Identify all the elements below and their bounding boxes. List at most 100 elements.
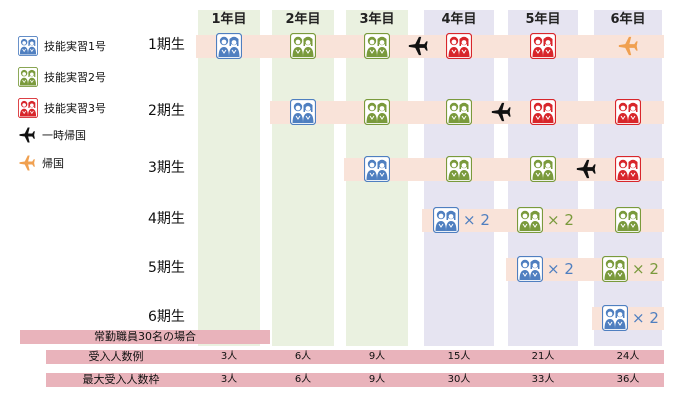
trainee-2go-icon <box>18 67 38 87</box>
legend-item-g2: 技能実習2号 <box>18 66 106 88</box>
trainee-1go-icon <box>364 156 390 182</box>
legend-label: 帰国 <box>42 157 64 170</box>
cell-r1-g2 <box>364 33 390 59</box>
footer-value-year-5: 33人 <box>531 374 555 385</box>
trainee-1go-icon <box>18 36 38 56</box>
temporary-return-plane-icon <box>575 158 597 180</box>
cell-r4-g2: × 2 <box>517 207 574 233</box>
trainee-2go-icon <box>530 156 556 182</box>
max-count-strip <box>46 373 664 387</box>
footer-value-year-6: 24人 <box>616 351 640 362</box>
cell-r2-g3 <box>530 99 556 125</box>
trainee-1go-icon <box>216 33 242 59</box>
multiplier-label: × 2 <box>632 260 659 278</box>
trainee-3go-icon <box>18 98 38 118</box>
cell-r1-plane-orange <box>617 35 639 57</box>
legend-item-plane-orange: 帰国 <box>18 152 64 174</box>
trainee-3go-icon <box>530 99 556 125</box>
trainee-2go-icon <box>615 207 641 233</box>
cell-r3-plane-black <box>575 158 597 180</box>
legend-item-g1: 技能実習1号 <box>18 35 106 57</box>
temporary-return-plane-icon <box>407 35 429 57</box>
cell-r5-g2: × 2 <box>602 256 659 282</box>
example-count-label: 受入人数例 <box>88 350 144 363</box>
multiplier-label: × 2 <box>547 211 574 229</box>
footer-value-year-4: 30人 <box>447 374 471 385</box>
trainee-1go-icon <box>290 99 316 125</box>
trainee-2go-icon <box>517 207 543 233</box>
cell-r4-g2 <box>615 207 641 233</box>
trainee-2go-icon <box>446 156 472 182</box>
column-header-year-5: 5年目 <box>525 12 561 27</box>
footer-value-year-1: 3人 <box>220 351 238 362</box>
legend-label: 技能実習2号 <box>44 71 106 84</box>
cell-r1-g2 <box>290 33 316 59</box>
trainee-3go-icon <box>530 33 556 59</box>
legend-label: 技能実習3号 <box>44 102 106 115</box>
trainee-3go-icon <box>615 156 641 182</box>
footer-title: 常勤職員30名の場合 <box>94 330 196 343</box>
column-header-year-4: 4年目 <box>441 12 477 27</box>
return-home-plane-icon <box>18 154 36 172</box>
footer-value-year-3: 9人 <box>368 351 386 362</box>
cell-r2-plane-black <box>490 101 512 123</box>
footer-value-year-2: 6人 <box>294 374 312 385</box>
trainee-3go-icon <box>615 99 641 125</box>
cell-r1-plane-black <box>407 35 429 57</box>
trainee-1go-icon <box>602 305 628 331</box>
trainee-2go-icon <box>364 33 390 59</box>
column-header-year-2: 2年目 <box>285 12 321 27</box>
legend-item-g3: 技能実習3号 <box>18 97 106 119</box>
multiplier-label: × 2 <box>632 309 659 327</box>
trainee-2go-icon <box>364 99 390 125</box>
cell-r4-g1: × 2 <box>433 207 490 233</box>
trainee-1go-icon <box>433 207 459 233</box>
legend-label: 一時帰国 <box>42 129 86 142</box>
cell-r2-g2 <box>364 99 390 125</box>
footer-title-strip <box>20 330 270 344</box>
row-label-cohort-5: 5期生 <box>148 260 185 276</box>
column-band-1 <box>198 10 260 346</box>
multiplier-label: × 2 <box>547 260 574 278</box>
row-band-3 <box>344 158 664 181</box>
row-label-cohort-6: 6期生 <box>148 309 185 325</box>
temporary-return-plane-icon <box>490 101 512 123</box>
row-band-1 <box>196 35 664 58</box>
footer-value-year-4: 15人 <box>447 351 471 362</box>
cell-r5-g1: × 2 <box>517 256 574 282</box>
row-label-cohort-1: 1期生 <box>148 37 185 53</box>
trainee-2go-icon <box>602 256 628 282</box>
cell-r1-g1 <box>216 33 242 59</box>
cell-r1-g3 <box>530 33 556 59</box>
footer-value-year-5: 21人 <box>531 351 555 362</box>
column-band-2 <box>272 10 334 346</box>
cell-r1-g3 <box>446 33 472 59</box>
cell-r6-g1: × 2 <box>602 305 659 331</box>
cell-r3-g2 <box>530 156 556 182</box>
footer-value-year-1: 3人 <box>220 374 238 385</box>
temporary-return-plane-icon <box>18 126 36 144</box>
row-label-cohort-4: 4期生 <box>148 211 185 227</box>
column-header-year-1: 1年目 <box>211 12 247 27</box>
footer-value-year-3: 9人 <box>368 374 386 385</box>
cell-r2-g3 <box>615 99 641 125</box>
trainee-3go-icon <box>446 33 472 59</box>
row-label-cohort-3: 3期生 <box>148 160 185 176</box>
column-header-year-3: 3年目 <box>359 12 395 27</box>
example-count-strip <box>46 350 664 364</box>
trainee-1go-icon <box>517 256 543 282</box>
max-count-label: 最大受入人数枠 <box>82 373 160 386</box>
trainee-2go-icon <box>446 99 472 125</box>
cell-r2-g1 <box>290 99 316 125</box>
row-label-cohort-2: 2期生 <box>148 103 185 119</box>
trainee-2go-icon <box>290 33 316 59</box>
cell-r3-g1 <box>364 156 390 182</box>
cell-r2-g2 <box>446 99 472 125</box>
multiplier-label: × 2 <box>463 211 490 229</box>
cell-r3-g3 <box>615 156 641 182</box>
legend-label: 技能実習1号 <box>44 40 106 53</box>
footer-value-year-2: 6人 <box>294 351 312 362</box>
legend-item-plane-black: 一時帰国 <box>18 124 86 146</box>
column-header-year-6: 6年目 <box>610 12 646 27</box>
